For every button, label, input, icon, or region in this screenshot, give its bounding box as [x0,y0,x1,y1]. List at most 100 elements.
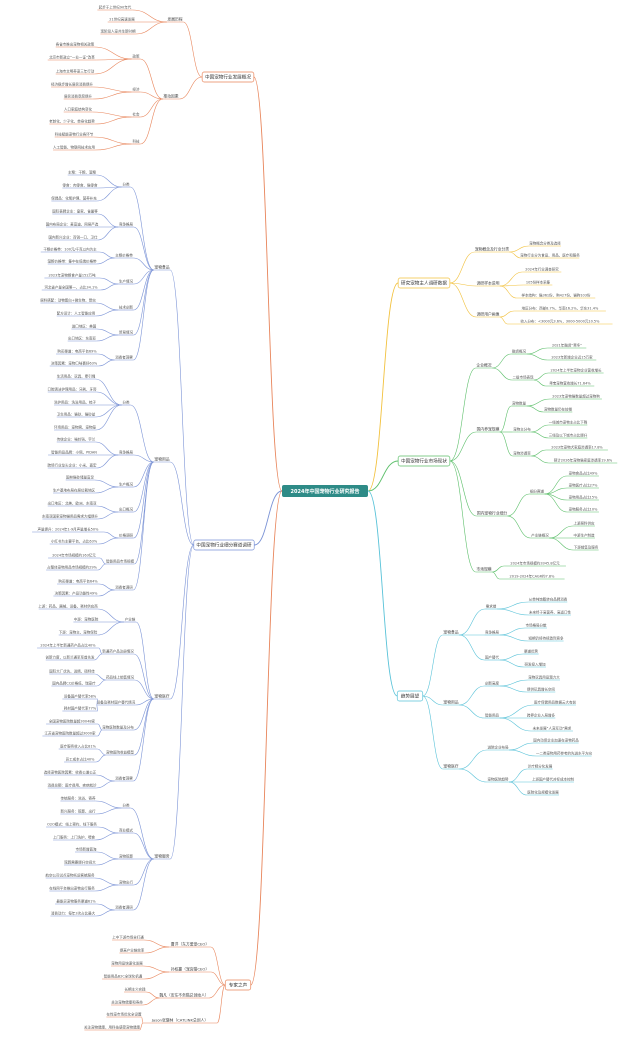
leaf-node[interactable]: 105份样本采集 [523,280,553,286]
branch-node[interactable]: 宠物主分布 [512,427,532,433]
leaf-node[interactable]: 原料搭配：动物蛋白+微生物、昆虫 [40,298,96,304]
branch-node[interactable]: 宠物渗透率 [512,451,532,457]
main-branch-node[interactable]: 中国宠物行业发展概况 [201,71,255,83]
leaf-node[interactable]: 上游原料供应 [573,521,595,527]
branch-node[interactable]: 发展历程 [166,17,184,23]
leaf-node[interactable]: 生产基地布局在原位载地区 [53,488,95,494]
branch-node[interactable]: 新通药产品注册情况 [102,649,134,655]
leaf-node[interactable]: 智能用品B2C全球化机遇 [102,974,144,980]
branch-node[interactable]: 调研用户画像 [476,312,500,318]
branch-node[interactable]: 国内宠物行业细分 [476,511,508,517]
branch-node[interactable]: 宠物概念及行业分类 [474,247,510,253]
leaf-node[interactable]: 提供玩具增长空间 [526,687,556,693]
leaf-node[interactable]: 购买渠道：电商平台69% [56,349,98,355]
branch-node[interactable]: 贸易情况 [118,330,134,336]
branch-node[interactable]: 分类 [121,400,131,406]
leaf-node[interactable]: 上游：药品、器械、设备、耗材供应商 [38,604,98,610]
leaf-node[interactable]: 保健品：化氧护理、营养补充 [51,196,97,202]
branch-node[interactable]: 市场规模 [475,567,493,573]
leaf-node[interactable]: 市场新增蓝海 [75,847,97,853]
branch-node[interactable]: 细分赛道 [529,489,545,495]
leaf-node[interactable]: 乖宝宠物营收增长71.64% [545,381,595,387]
branch-node[interactable]: 产业链概况 [530,533,550,539]
leaf-node[interactable]: 短期仍将持续激烈竞争 [528,636,564,642]
leaf-node[interactable]: 配方设计：人工智能应用 [56,311,96,317]
leaf-node[interactable]: 三线及以下城市占比提升 [548,433,588,439]
leaf-node[interactable]: 中游：宠物医院 [73,617,99,623]
branch-node[interactable]: 国内养宠规模 [476,427,500,433]
branch-node[interactable]: 宠物用品 [153,457,171,463]
leaf-node[interactable]: 2023年宠物猫数量超过宠物狗 [550,394,602,400]
branch-node[interactable]: 宠物服务 [153,854,171,860]
leaf-node[interactable]: 上海市文明养宠三年行动 [55,69,95,75]
branch-node[interactable]: 魏凡（安东不务猫总创始人） [159,993,209,999]
leaf-node[interactable]: 2019-2024年CAGR约7.8% [499,574,565,580]
branch-node[interactable]: Jason张骥林（CATLINK总创人） [142,1018,218,1024]
leaf-node[interactable]: 关注宠物健康和寿命 [111,1000,143,1006]
branch-node[interactable]: 创新高度 [484,681,500,687]
leaf-node[interactable]: 国际表牌企业：皇家、雀巢等 [52,209,98,215]
leaf-node[interactable]: 2021年融资“寒冬” [547,343,587,349]
leaf-node[interactable]: 国内新兴企业：百锐一口、卫仕 [49,235,98,241]
leaf-node[interactable]: 关注宠物健康，用科技感受宠物健康 [84,1025,140,1031]
leaf-node[interactable]: 人工智能、物联网技术应用 [53,145,95,151]
leaf-node[interactable]: 新兴服务：殡葬、出行 [60,809,96,815]
leaf-node[interactable]: 主粮：干粮、湿粮 [67,170,97,176]
leaf-node[interactable]: 宠物用品占比15% [567,495,599,501]
leaf-node[interactable]: 宠物概念分类及选择 [529,241,561,247]
branch-node[interactable]: 产业链 [124,617,136,623]
leaf-node[interactable]: 干粮价格带：100元/千克以内为主 [40,247,100,253]
leaf-node[interactable]: 江苏省宠物医院数量超过3000家 [42,731,98,737]
leaf-node[interactable]: 地区分布：西部8.7%、华南16.2%、华东31.4% [514,306,606,312]
branch-node[interactable]: 融资概况 [511,349,527,355]
branch-node[interactable]: 宠物数量 [511,401,527,407]
branch-node[interactable]: 推动因素 [162,94,180,100]
leaf-node[interactable]: 宠物医疗占比27% [567,483,599,489]
leaf-node[interactable]: 国内布局企业：麦富迪、网易严选 [46,222,99,228]
branch-node[interactable]: 宠物医院收益模型 [105,750,135,756]
leaf-node[interactable]: 生活用品：玩具、牵引绳 [56,374,96,380]
leaf-node[interactable]: 卫生用品：猫砂、猫砂盆 [56,412,96,418]
leaf-node[interactable]: 决策因素：宠物口味喜好63% [49,361,99,367]
leaf-node[interactable]: 下游销售及服务 [573,545,599,551]
branch-node[interactable]: 智能用品 [484,713,500,719]
leaf-node[interactable]: 全国宠物医院数量超30048家 [46,719,98,725]
leaf-node[interactable]: 消费总额：医疗费用、疾病就诊 [48,783,97,789]
leaf-node[interactable]: 国林猫砂储量富足 [65,475,95,481]
leaf-node[interactable]: 创新力度，以新兰通至至首先发 [46,655,95,661]
branch-node[interactable]: 宠物医疗 [153,694,171,700]
main-branch-node[interactable]: 趋势展望 [396,690,424,702]
main-branch-node[interactable]: 中国宠物行业细分赛道调研 [193,539,255,551]
leaf-node[interactable]: 国内品牌CC价格低、瑞宠疗 [51,681,97,687]
leaf-node[interactable]: 2023年宠物犬家庭渗透率17.8% [546,445,608,451]
branch-node[interactable]: 设备及耗材国产替代情况 [96,700,136,706]
leaf-node[interactable]: 国内动保企业加速在宠物药品 [533,738,579,744]
branch-node[interactable]: 进院企业布局 [487,745,509,751]
branch-node[interactable]: 消费者调研 [114,585,134,591]
leaf-node[interactable]: 渠道优势 [523,649,539,655]
leaf-node[interactable]: 湿粮价格带：集中在低端价格带 [48,259,97,265]
branch-node[interactable]: 宠物出行 [118,880,134,886]
branch-node[interactable]: 宠物用品 [442,700,460,706]
leaf-node[interactable]: 医疗保健用品数据云大有前 [534,700,576,706]
leaf-node[interactable]: 一线城市宠物主占比下降 [548,420,588,426]
leaf-node[interactable]: 诊疗精分化发展 [527,764,553,770]
leaf-node[interactable]: 声量提升：2024年1-9月声量增长50% [32,527,104,533]
leaf-node[interactable]: 中游生产制造 [573,533,595,539]
branch-node[interactable]: 分类 [121,803,131,809]
branch-node[interactable]: 消费者调研 [114,905,134,911]
leaf-node[interactable]: 长期主义实践 [124,987,146,993]
main-branch-node[interactable]: 研究宠物主人调研数据 [397,277,451,289]
leaf-node[interactable]: 上中下游市场全打通 [112,935,144,941]
leaf-node[interactable]: 零食：肉零食、猫零食 [62,183,98,189]
branch-node[interactable]: 消费者洞察 [114,776,134,782]
leaf-node[interactable]: 决策因素：产品功能性49% [53,591,99,597]
leaf-node[interactable]: 耗材国产替代率77% [62,706,98,712]
branch-node[interactable]: 需求端 [485,604,497,610]
leaf-node[interactable]: 上门服务：上门洗护、喂食 [53,835,95,841]
leaf-node[interactable]: 在线网平台推出宠物出行服务 [49,886,95,892]
branch-node[interactable]: 价格调研 [118,533,134,539]
leaf-node[interactable]: 2024年上半年宠物企业营收增长 [548,368,604,374]
leaf-node[interactable]: 21世纪高速发展 [107,17,137,23]
branch-node[interactable]: 社会 [131,112,141,118]
